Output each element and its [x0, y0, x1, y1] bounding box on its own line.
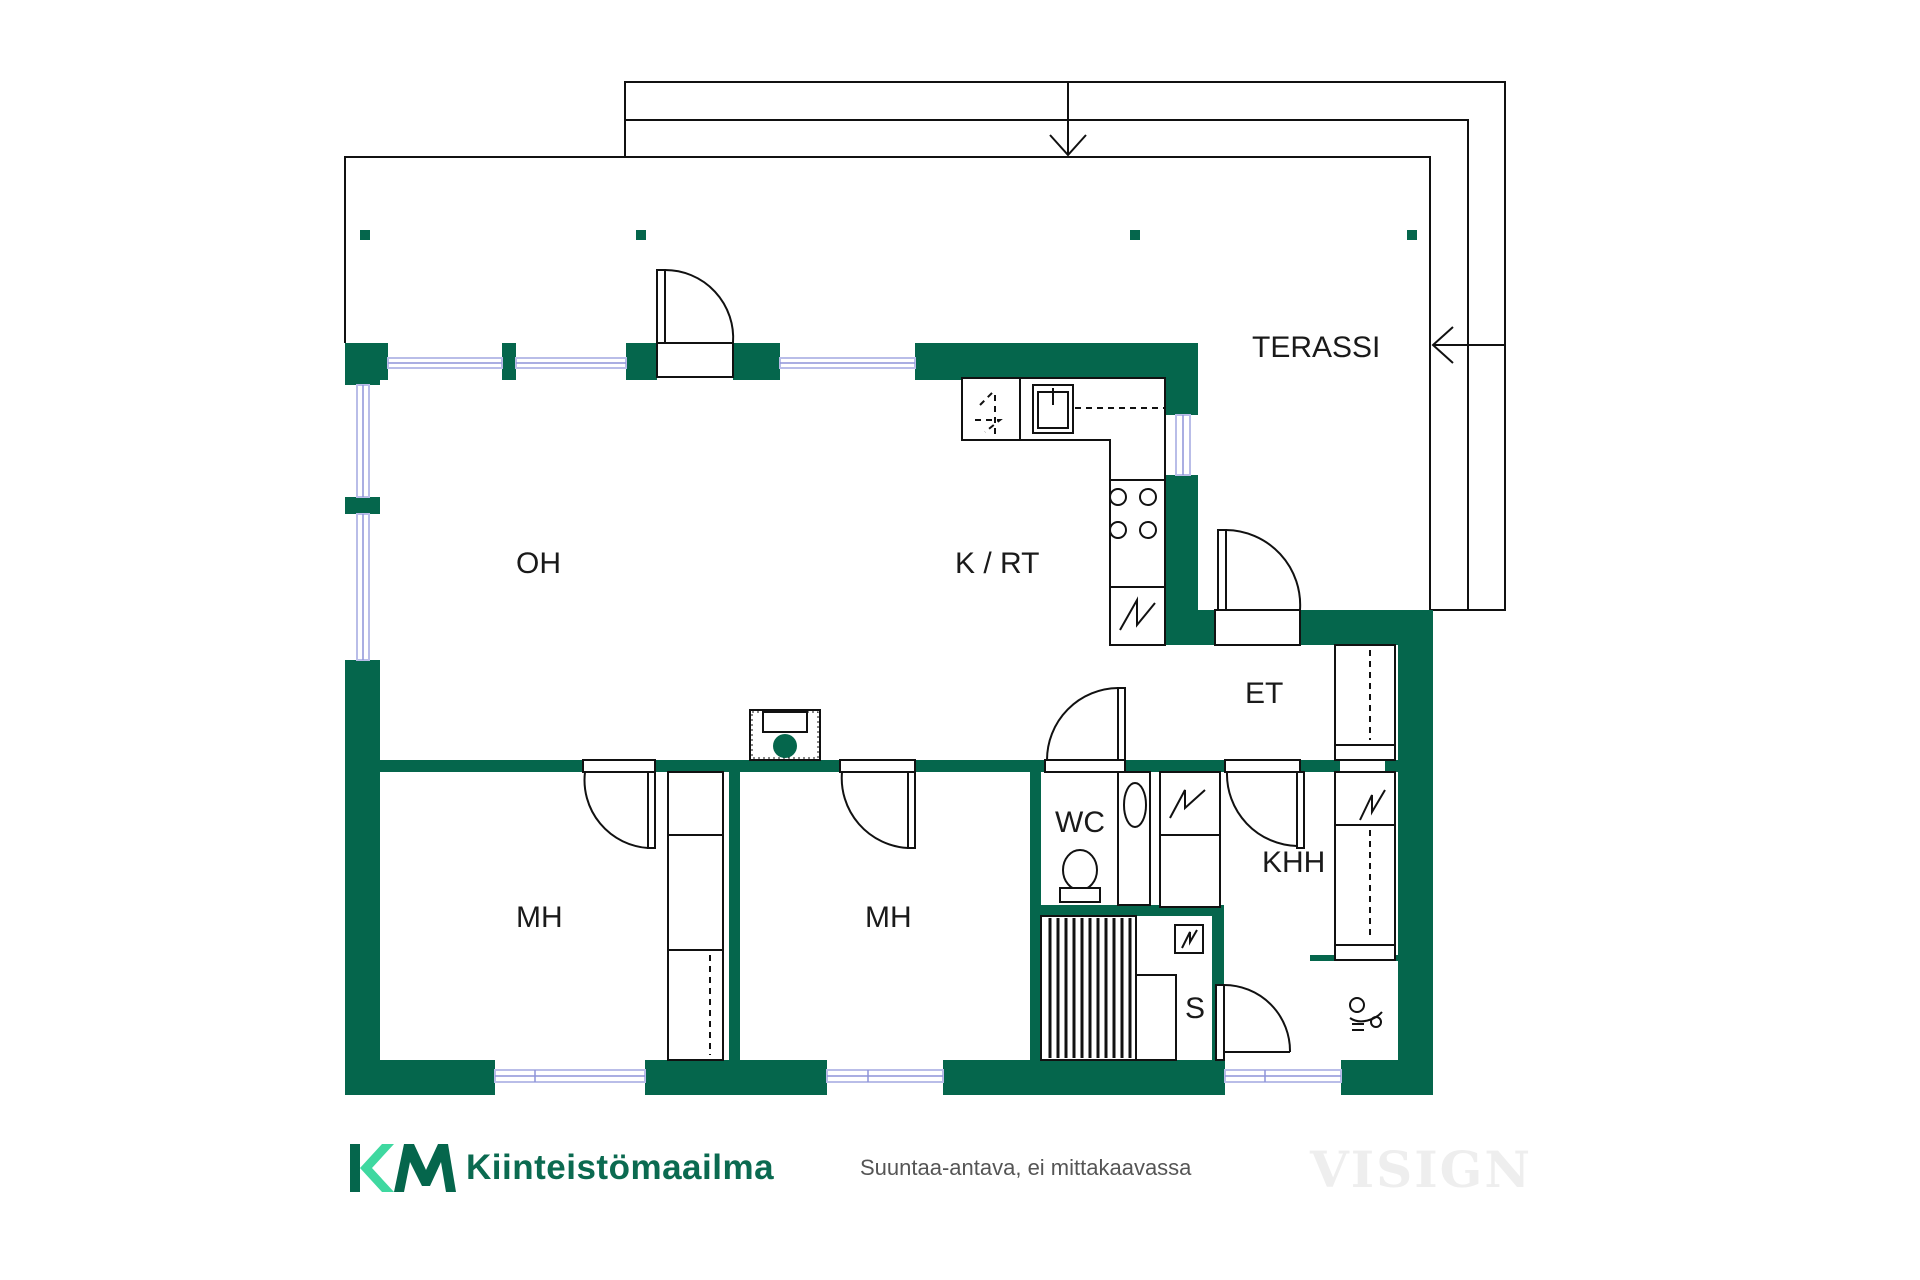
terrace-posts — [360, 230, 1417, 240]
disclaimer-note: Suuntaa-antava, ei mittakaavassa — [860, 1155, 1192, 1180]
sauna-stove-icon — [1174, 924, 1204, 954]
walls — [345, 343, 1433, 1095]
room-label-entrance: ET — [1245, 677, 1283, 710]
room-label-sauna: S — [1185, 992, 1205, 1025]
brand-name: Kiinteistömaailma — [466, 1148, 775, 1187]
km-logo-icon — [350, 1144, 456, 1192]
room-label-utility: KHH — [1262, 846, 1325, 879]
sauna-benches — [1040, 915, 1177, 1061]
watermark: VISIGN — [1310, 1140, 1533, 1199]
kitchen-dashed — [975, 389, 1165, 440]
window-mullions — [362, 362, 1341, 1082]
fireplace — [749, 709, 821, 761]
room-label-living: OH — [516, 547, 561, 580]
kitchen-fixtures — [961, 377, 1166, 646]
room-label-terrace: TERASSI — [1252, 331, 1380, 364]
terrace — [344, 81, 1506, 611]
room-label-bedroom-left: MH — [516, 901, 563, 934]
windows — [356, 357, 1342, 1083]
washer-tap-icon — [1349, 997, 1383, 1031]
brand-logo: Kiinteistömaailma — [348, 1140, 774, 1196]
room-label-toilet: WC — [1055, 806, 1105, 839]
room-label-kitchen: K / RT — [955, 547, 1039, 580]
doors — [582, 268, 1305, 1061]
wardrobes — [667, 644, 1396, 1061]
wc-fixtures — [1059, 771, 1151, 906]
room-label-bedroom-right: MH — [865, 901, 912, 934]
